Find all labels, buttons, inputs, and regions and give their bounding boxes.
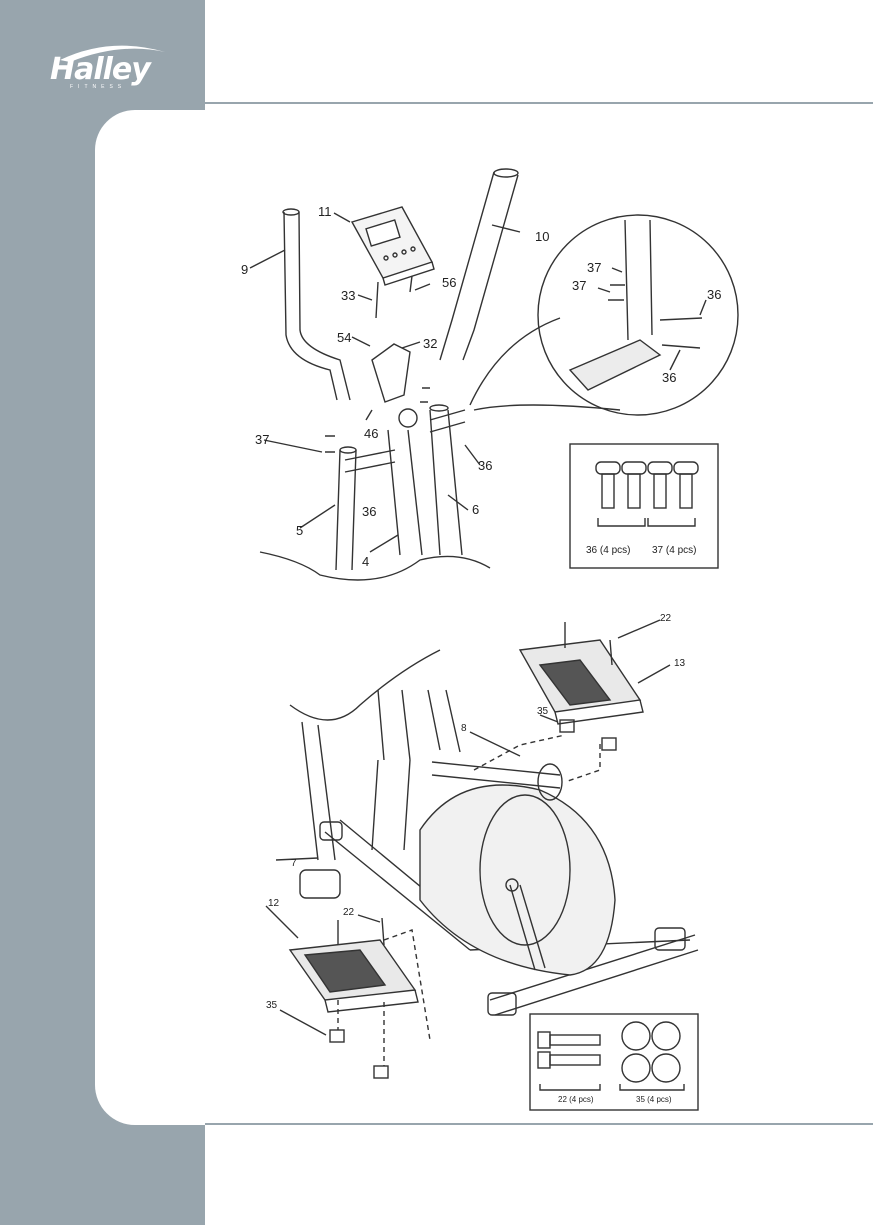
callout-9: 9 — [241, 262, 248, 277]
callout-8: 8 — [461, 723, 467, 734]
callout-33: 33 — [341, 288, 355, 303]
center-upright-tube — [388, 430, 422, 555]
detail-callout-37-b: 37 — [572, 278, 586, 293]
right-upright-tube — [430, 410, 462, 555]
callout-35-bottom: 35 — [266, 1000, 278, 1011]
callout-10: 10 — [535, 229, 549, 244]
left-handlebar — [284, 212, 350, 400]
callout-54: 54 — [337, 330, 351, 345]
hardware-box-22-35 — [530, 1014, 698, 1110]
detail-callout-36-b: 36 — [662, 370, 676, 385]
left-pedal — [290, 940, 418, 1012]
callout-12: 12 — [268, 898, 280, 909]
callout-22-top: 22 — [660, 613, 672, 624]
callout-32: 32 — [423, 336, 437, 351]
detail-magnifier — [470, 215, 738, 415]
detail-callout-37-a: 37 — [587, 260, 601, 275]
callout-5: 5 — [296, 523, 303, 538]
flywheel-housing — [420, 785, 615, 975]
hardware-label-22: 22 (4 pcs) — [558, 1095, 594, 1104]
callout-11: 11 — [318, 204, 332, 219]
callout-37: 37 — [255, 432, 269, 447]
callout-36-right: 36 — [478, 458, 492, 473]
detail-callout-36-a: 36 — [707, 287, 721, 302]
callout-56: 56 — [442, 275, 456, 290]
hardware-label-37: 37 (4 pcs) — [652, 545, 696, 556]
console-unit — [352, 207, 434, 285]
callout-36-left: 36 — [362, 504, 376, 519]
callout-22-bottom: 22 — [343, 907, 355, 918]
callout-13: 13 — [674, 658, 686, 669]
callout-6: 6 — [472, 502, 479, 517]
hardware-label-36: 36 (4 pcs) — [586, 545, 630, 556]
callout-46: 46 — [364, 426, 378, 441]
callout-4: 4 — [362, 554, 369, 569]
callout-7: 7 — [291, 858, 297, 869]
callout-35-top: 35 — [537, 706, 549, 717]
left-upright-tube — [336, 450, 356, 570]
hardware-label-35: 35 (4 pcs) — [636, 1095, 672, 1104]
right-handlebar — [440, 172, 518, 360]
